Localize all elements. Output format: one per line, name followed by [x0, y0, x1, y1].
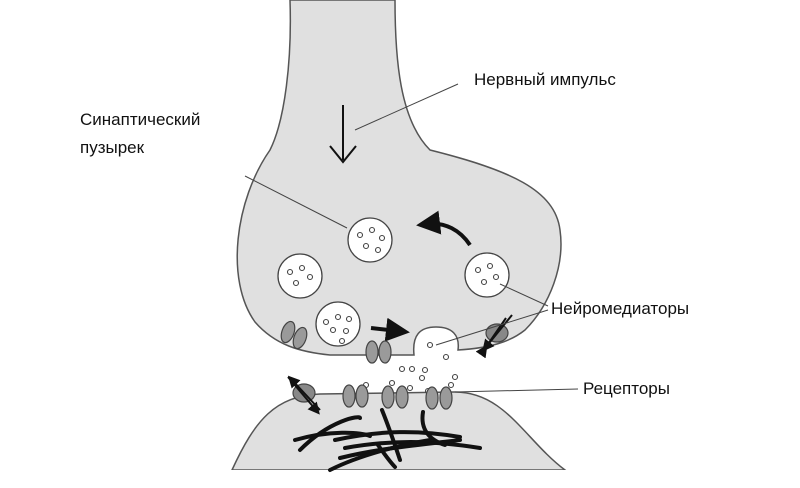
cytoskeleton-filaments	[293, 408, 482, 472]
neurotransmitter-molecules	[286, 226, 500, 395]
presynaptic-terminal	[236, 0, 562, 356]
label-synaptic-vesicle-line2: пузырек	[80, 138, 145, 157]
label-synaptic-vesicle-line1: Синаптический	[80, 110, 201, 129]
leader-lines	[244, 83, 579, 393]
fusion-arrow	[370, 317, 410, 342]
nerve-impulse-arrow	[329, 105, 357, 164]
transporter-arrows	[287, 314, 513, 415]
recycle-arrow	[416, 210, 472, 247]
label-receptors: Рецепторы	[583, 379, 670, 398]
label-neurotransmitters: Нейромедиаторы	[551, 299, 690, 318]
vesicles	[277, 217, 510, 347]
label-nerve-impulse: Нервный импульс	[474, 70, 616, 89]
